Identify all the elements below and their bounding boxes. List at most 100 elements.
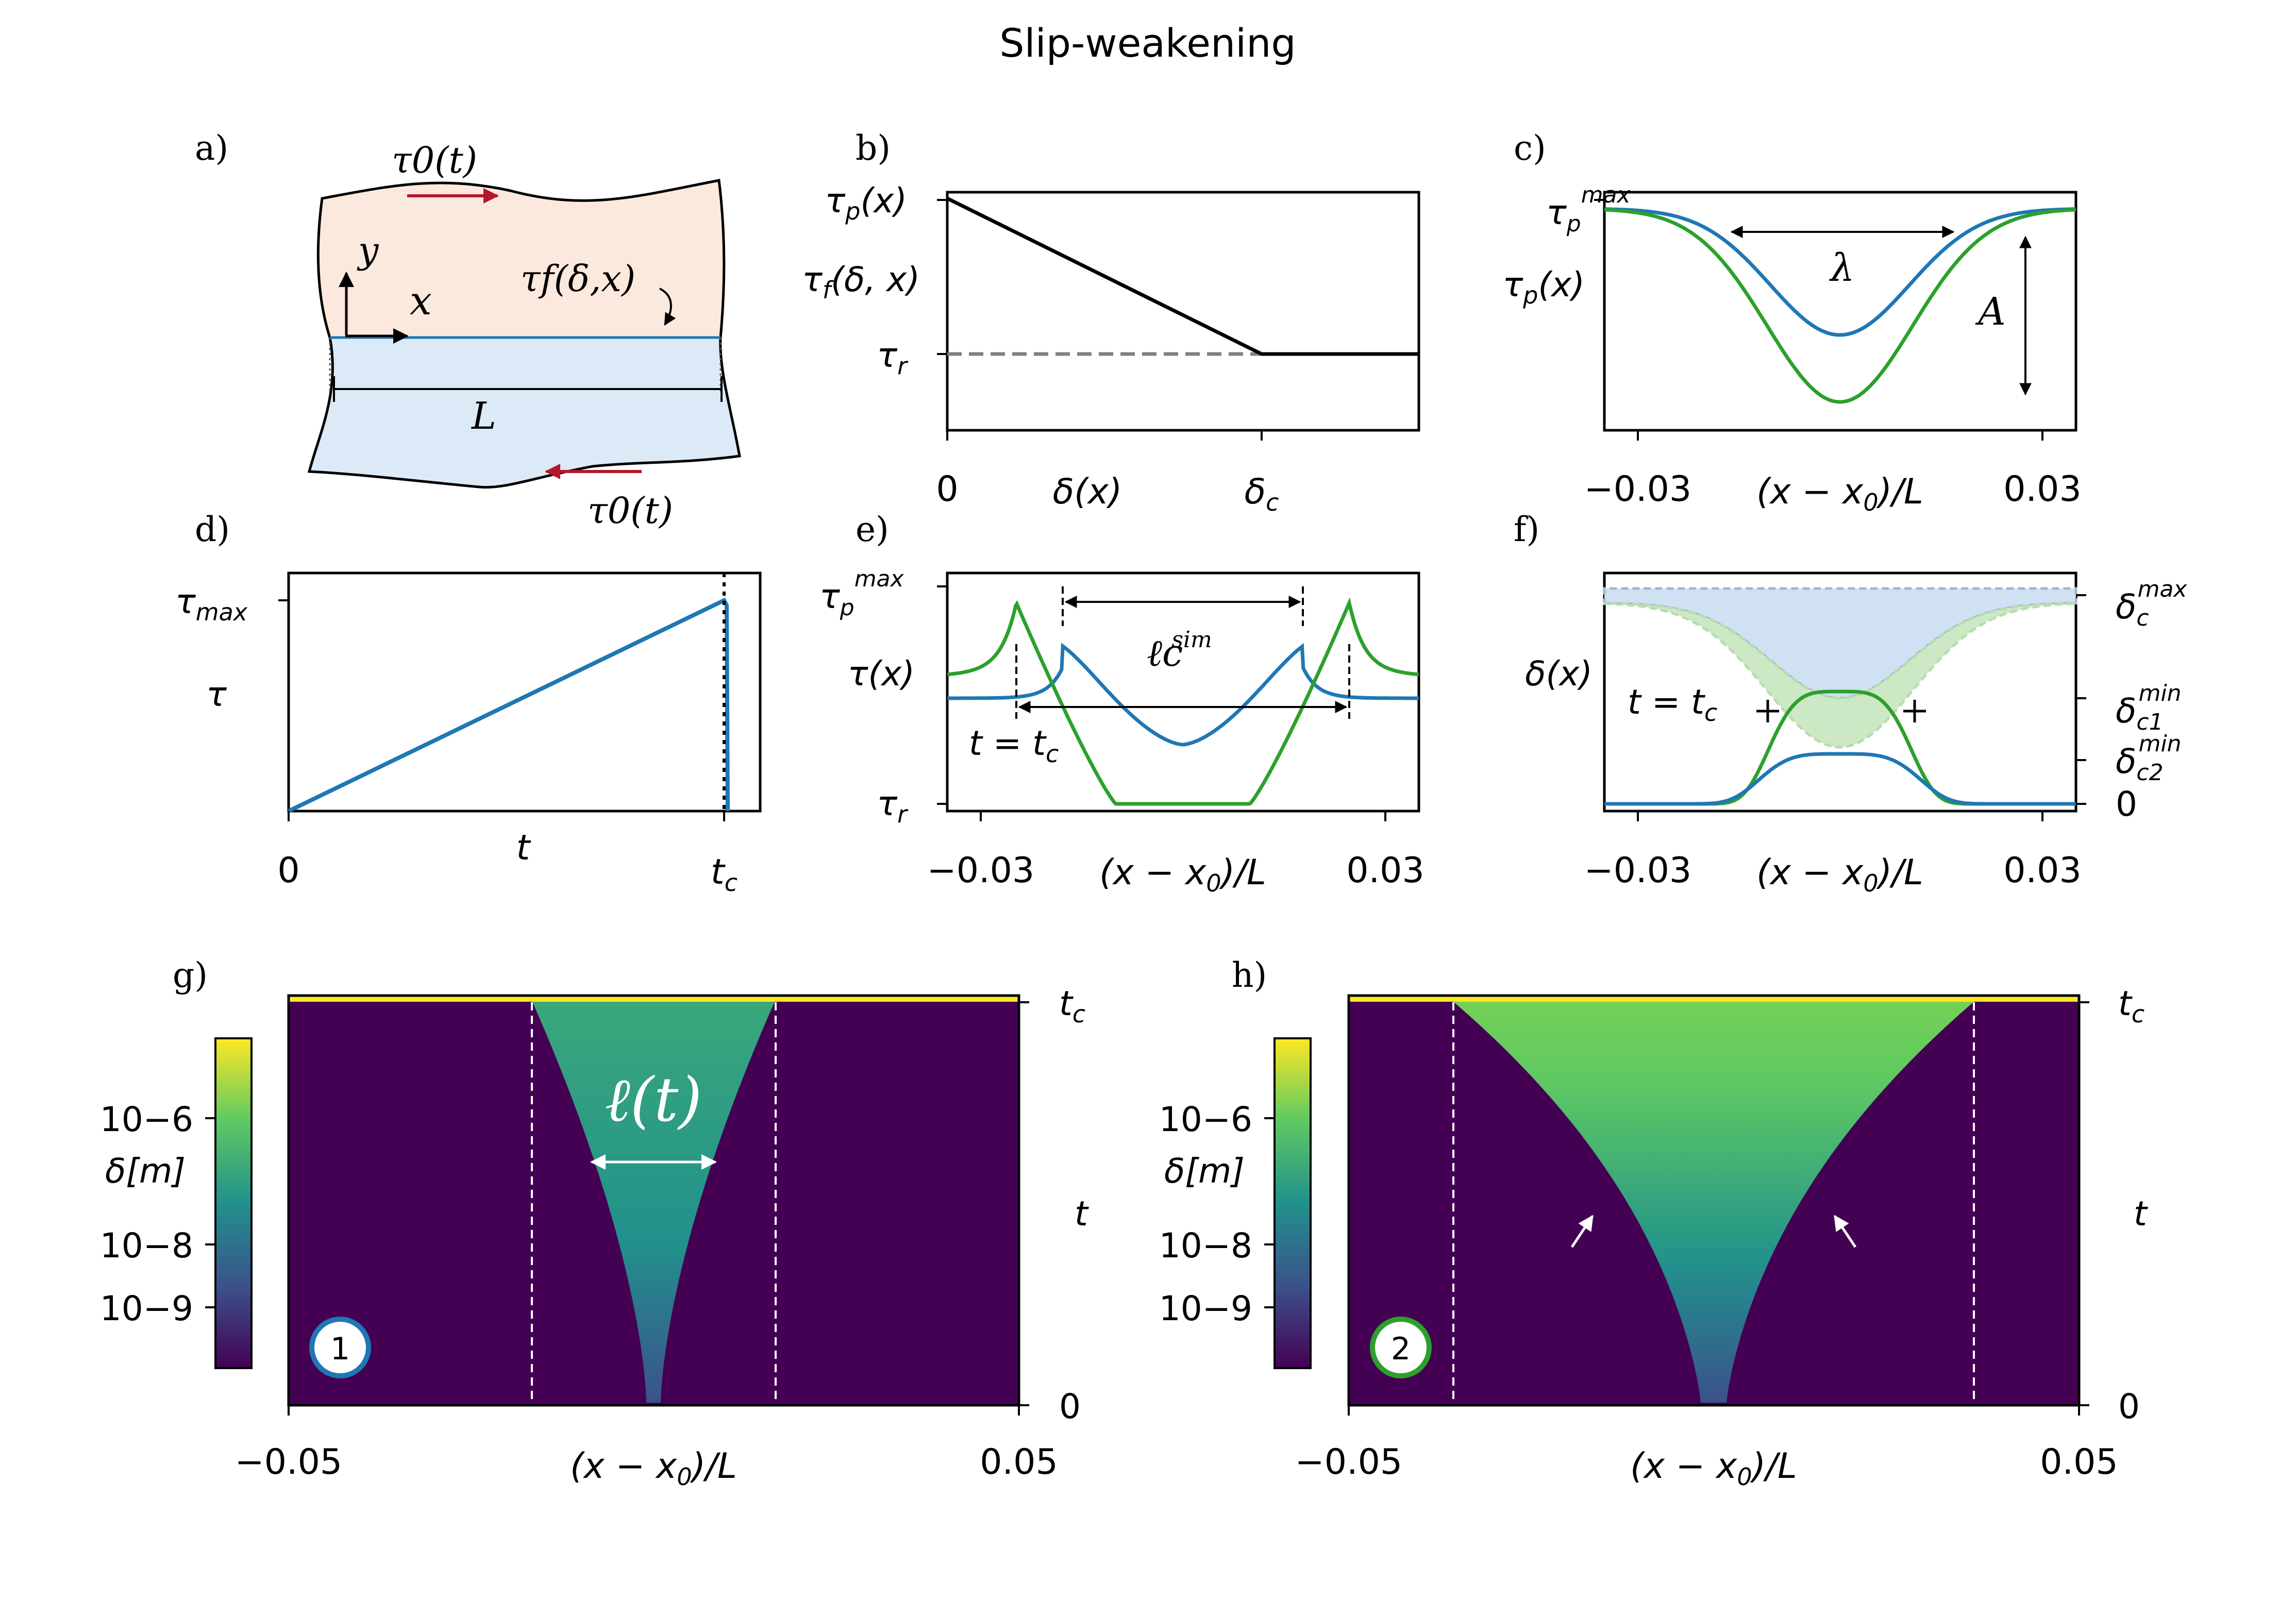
g-cbar-label-6: 10−6	[100, 1100, 193, 1139]
xlabel-f: (x − x0)/L	[1756, 852, 1923, 897]
xtick-label-dc: δc	[1245, 471, 1279, 516]
domain-outline	[307, 179, 741, 489]
panel-e-axes	[946, 571, 1420, 813]
shear-label-top: τ0(t)	[392, 139, 477, 181]
g-ell-label: ℓ(t)	[605, 1064, 702, 1135]
h-arrow-right	[1833, 1215, 1857, 1248]
g-cbar-label-8: 10−8	[100, 1226, 193, 1266]
g-cbar-title: δ[m]	[105, 1151, 186, 1191]
panel-f-label: f)	[1514, 510, 1539, 549]
h-axes	[1347, 994, 2081, 1407]
h-cbar-label-6: 10−6	[1159, 1100, 1252, 1139]
h-colorbar	[1273, 1037, 1312, 1369]
loading-curve	[288, 597, 730, 813]
g-cbar-label-9: 10−9	[100, 1289, 193, 1328]
ytick-label-taumax: τmax	[175, 582, 248, 626]
domain-lower	[309, 338, 740, 487]
g-rtick-label-0: 0	[1059, 1387, 1081, 1426]
h-rtick-label-0: 0	[2118, 1387, 2140, 1426]
lambda-label: λ	[1829, 246, 1855, 290]
panel-a: a) L y x τf(δ,x) τ0(t) τ0(t)	[195, 128, 741, 532]
ytick-label-taur: τr	[877, 335, 909, 380]
panel-c: c) λ A τpmax τp(x) −0.03 (x − x0)/L 0.03	[1502, 128, 2081, 516]
h-cbar-title: δ[m]	[1164, 1151, 1245, 1191]
panel-e-label: e)	[856, 510, 889, 549]
xlabel-delta: δ(x)	[1053, 471, 1122, 512]
friction-label: τf(δ,x)	[521, 258, 635, 300]
ytick-label-taupmax-e: τpmax	[819, 566, 904, 621]
stress-curve-green	[947, 597, 1419, 806]
panel-c-axes	[1603, 191, 2077, 432]
stress-curve-blue	[947, 643, 1419, 747]
cross-marker-left	[1756, 700, 1779, 722]
h-xtick-label-m005: −0.05	[1295, 1442, 1402, 1483]
dc-band-green	[1603, 602, 2077, 749]
xtick-label-p003: 0.03	[2003, 469, 2081, 510]
g-axes	[287, 994, 1020, 1407]
peak-strength-curve-blue	[1604, 207, 2076, 337]
rtick-label-dc1min: δc1min	[2116, 680, 2182, 735]
g-xtick-label-p005: 0.05	[980, 1442, 1058, 1483]
panel-b-label: b)	[856, 128, 891, 168]
figure-title: Slip-weakening	[999, 20, 1296, 66]
g-ylabel-t: t	[1075, 1194, 1089, 1234]
xtick-label-p003-f: 0.03	[2003, 850, 2081, 891]
h-arrow-left	[1570, 1215, 1594, 1248]
f-ttc-label: t = tc	[1628, 682, 1717, 727]
ylabel-deltax: δ(x)	[1525, 654, 1593, 694]
xtick-label-0: 0	[936, 469, 958, 510]
friction-pointer	[659, 288, 676, 326]
cross-marker-right	[1903, 700, 1926, 722]
xtick-label-m003-f: −0.03	[1584, 850, 1691, 891]
g-badge-circle	[309, 1317, 371, 1378]
h-cbar-label-8: 10−8	[1159, 1226, 1252, 1266]
xtick-label-p003-e: 0.03	[1346, 850, 1424, 891]
ylabel-taup: τp(x)	[1502, 265, 1585, 309]
h-xtick-label-p005: 0.05	[2040, 1442, 2118, 1483]
xlabel-t-d: t	[516, 828, 531, 868]
xtick-label-m003: −0.03	[1584, 469, 1691, 510]
panel-f-axes	[1603, 571, 2077, 813]
slip-curve-blue	[1604, 752, 2076, 806]
panel-d: d) τmax τ 0 t tc	[175, 510, 762, 897]
peak-strength-curve-green	[1604, 208, 2076, 404]
length-label: L	[471, 394, 496, 437]
h-badge-text: 2	[1391, 1331, 1411, 1367]
xtick-label-m003-e: −0.03	[927, 850, 1034, 891]
xlabel-c: (x − x0)/L	[1756, 471, 1923, 516]
panel-e: e) ℓcsim t = tc τpmax τ(x) τr −0.03 (x −…	[819, 510, 1424, 897]
h-slip-region	[1453, 1002, 1974, 1403]
panel-d-label: d)	[195, 510, 230, 549]
h-top-strip	[1349, 996, 2079, 1002]
ylabel-tauf: τf(δ, x)	[802, 260, 920, 304]
panel-g-label: g)	[173, 955, 208, 995]
h-cbar-label-9: 10−9	[1159, 1289, 1252, 1328]
xtick-label-tc-d: tc	[711, 852, 738, 897]
ytick-label-taur-e: τr	[877, 784, 909, 828]
panel-h: h) 10−6 δ[m] 10−8 10−9 2 tc t 0 −0.05 (x…	[1159, 955, 2148, 1491]
g-xlabel: (x − x0)/L	[570, 1446, 737, 1491]
h-badge-circle	[1370, 1317, 1432, 1378]
e-ttc-label: t = tc	[969, 723, 1059, 768]
panel-b-axes	[946, 191, 1420, 432]
h-ylabel-t: t	[2134, 1194, 2148, 1234]
panel-h-label: h)	[1232, 955, 1267, 995]
h-rtick-label-tc: tc	[2118, 984, 2144, 1028]
ylabel-taux: τ(x)	[848, 654, 915, 694]
panel-b: b) τp(x) τf(δ, x) τr 0 δ(x) δc	[802, 128, 1420, 516]
y-axis-name: y	[357, 229, 379, 272]
weakening-curve	[946, 196, 1419, 356]
xtick-label-0-d: 0	[277, 850, 299, 891]
ylabel-tau-d: τ	[206, 675, 227, 714]
rtick-label-dc2min: δc2min	[2116, 731, 2182, 786]
g-top-strip	[289, 996, 1019, 1002]
g-xtick-label-m005: −0.05	[235, 1442, 342, 1483]
g-rtick-label-tc: tc	[1059, 984, 1085, 1028]
rtick-label-dcmax: δcmax	[2116, 576, 2187, 631]
h-xlabel: (x − x0)/L	[1630, 1446, 1797, 1491]
x-axis-name: x	[410, 278, 432, 324]
domain-upper	[318, 180, 724, 338]
panel-d-axes	[287, 571, 762, 813]
shear-label-bottom: τ0(t)	[588, 490, 673, 532]
